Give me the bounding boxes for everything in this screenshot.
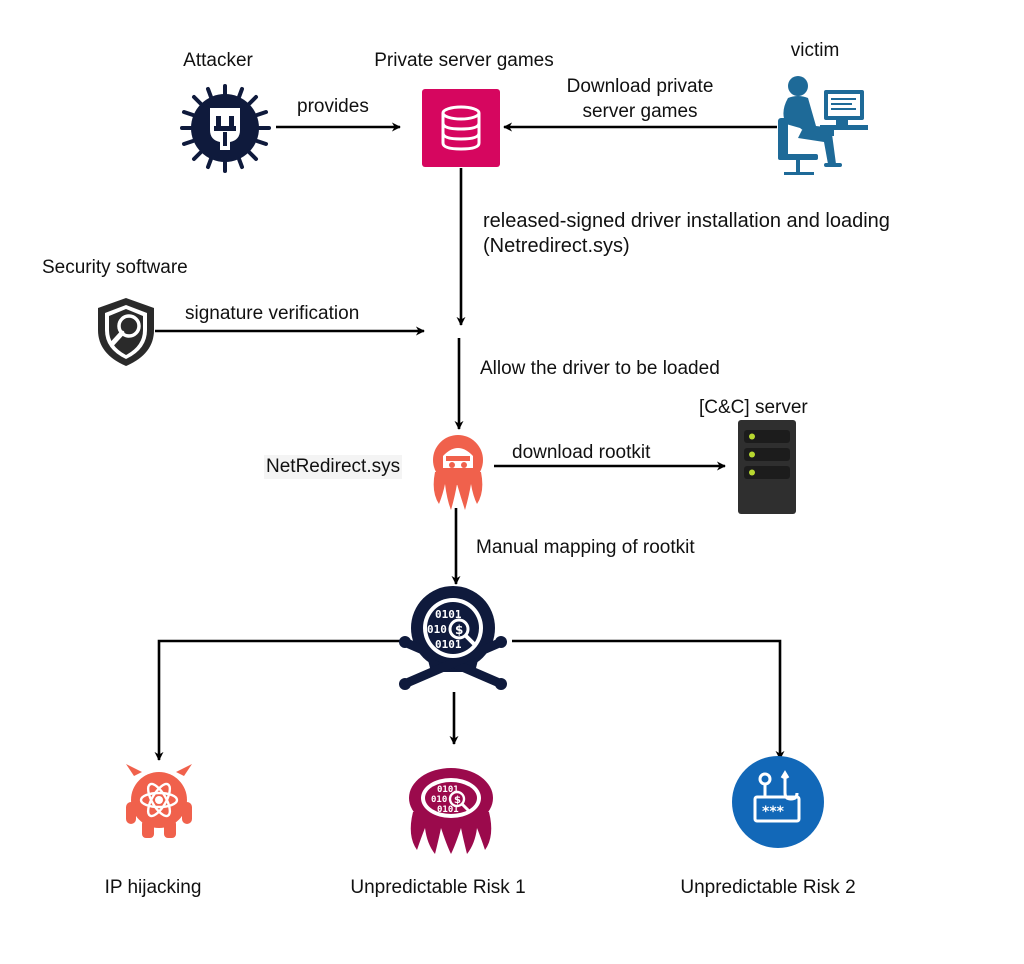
branch-risk2-arrow [512, 639, 785, 760]
installation-label-line2: (Netredirect.sys) [483, 235, 630, 257]
svg-text:0101: 0101 [437, 805, 459, 815]
installation-label-line1: released-signed driver installation and … [483, 210, 890, 232]
database-icon [422, 89, 500, 167]
provides-label: provides [297, 96, 369, 117]
atom-monster-icon [126, 764, 192, 838]
download-rootkit-label: download rootkit [512, 442, 651, 463]
svg-text:010: 010 [427, 623, 447, 636]
hooded-hacker-octopus-icon [433, 435, 483, 510]
svg-text:0101: 0101 [437, 785, 459, 795]
attacker-label: Attacker [183, 50, 253, 71]
security-software-label: Security software [42, 257, 188, 278]
ip-hijacking-label: IP hijacking [104, 877, 202, 898]
shield-magnifier-icon [98, 298, 154, 366]
skull-crossbones-binary-icon: 0101 010 0101 $ [399, 586, 507, 690]
manual-mapping-label: Manual mapping of rootkit [476, 537, 695, 558]
branch-ip-hijacking-arrow [154, 639, 407, 761]
download-games-label-line2: server games [582, 101, 698, 122]
binary-octopus-icon: 0101 010 0101 $ [409, 768, 493, 854]
spiky-virus-icon [180, 84, 271, 173]
svg-text:$: $ [455, 623, 463, 637]
risk1-label: Unpredictable Risk 1 [350, 877, 526, 898]
person-at-computer-icon [778, 76, 868, 175]
cnc-server-label: [C&C] server [699, 397, 808, 418]
svg-text:010: 010 [431, 795, 447, 805]
svg-text:0101: 0101 [435, 638, 462, 651]
risk2-label: Unpredictable Risk 2 [680, 877, 856, 898]
download-games-label-line1: Download private [566, 76, 714, 97]
victim-label: victim [790, 40, 840, 61]
password-phishing-icon: *** [732, 756, 824, 848]
private-server-games-label: Private server games [374, 50, 554, 71]
netredirect-label: NetRedirect.sys [264, 455, 403, 479]
svg-text:$: $ [454, 795, 461, 806]
allow-driver-label: Allow the driver to be loaded [480, 358, 720, 379]
svg-text:***: *** [762, 804, 785, 820]
signature-verification-label: signature verification [185, 303, 360, 324]
server-rack-icon [738, 420, 796, 514]
svg-text:0101: 0101 [435, 608, 462, 621]
